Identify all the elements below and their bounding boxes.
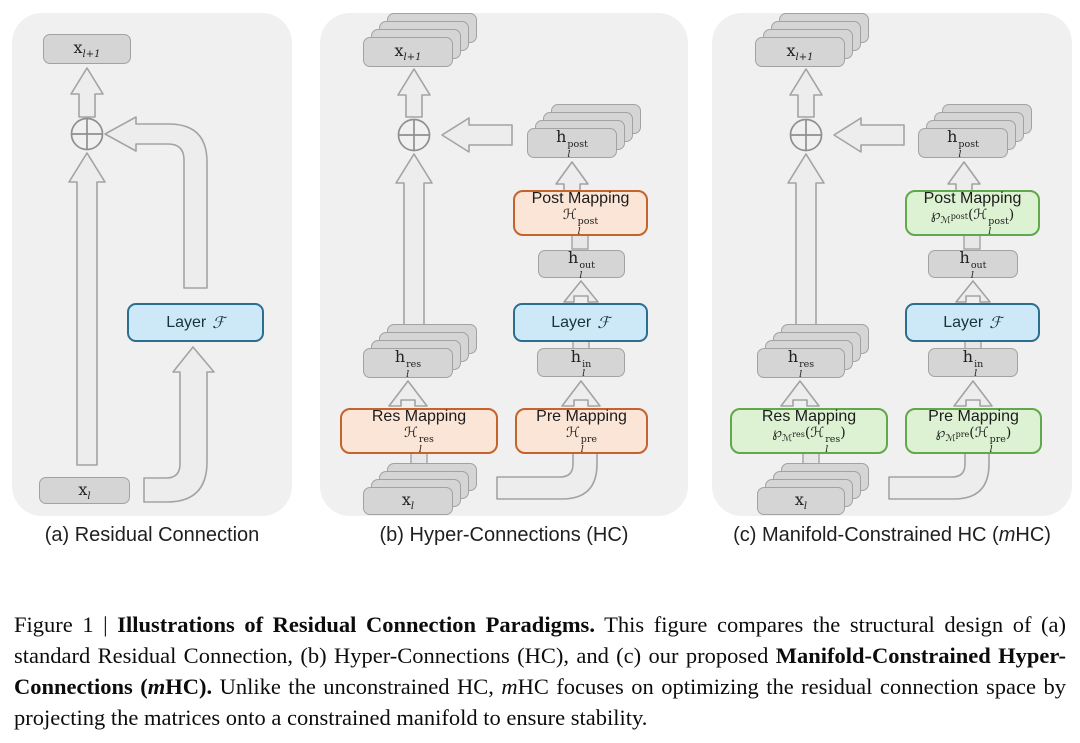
arrow-up-icon bbox=[68, 152, 106, 466]
x-next-label: xl+1 bbox=[394, 41, 422, 63]
x-input-label: xl bbox=[794, 490, 808, 512]
layer-box: Layer ℱ bbox=[513, 303, 648, 342]
x-next-label: xl+1 bbox=[786, 41, 814, 63]
x-input-box: xl bbox=[363, 487, 453, 515]
layer-label: Layer bbox=[943, 313, 984, 331]
arrow-up-icon bbox=[555, 161, 589, 192]
arrow-up-icon bbox=[561, 380, 601, 407]
figure-caption: Figure 1 | Illustrations of Residual Con… bbox=[14, 611, 1066, 730]
panel-c-arrows bbox=[780, 68, 993, 500]
arrow-up-icon bbox=[787, 153, 825, 346]
layer-f-symbol: ℱ bbox=[212, 313, 225, 332]
plus-circle-icon bbox=[397, 118, 431, 152]
x-input-label: xl bbox=[401, 490, 415, 512]
bent-arrow-left-icon bbox=[104, 116, 208, 289]
pre-mapping-title: Pre Mapping bbox=[536, 407, 627, 425]
arrow-up-icon bbox=[789, 68, 823, 118]
layer-f-symbol: ℱ bbox=[989, 313, 1002, 332]
x-next-stack: xl+1 bbox=[363, 13, 477, 67]
arrow-left-icon bbox=[833, 117, 905, 153]
arrow-up-icon bbox=[395, 153, 433, 346]
res-mapping-title: Res Mapping bbox=[761, 407, 857, 425]
arrow-up-icon bbox=[947, 161, 981, 192]
connector-tab bbox=[963, 234, 981, 250]
res-mapping-title: Res Mapping bbox=[371, 407, 467, 425]
layer-box: Layer ℱ bbox=[905, 303, 1040, 342]
arrow-up-icon bbox=[70, 67, 104, 118]
x-next-box: xl+1 bbox=[363, 37, 453, 67]
layer-f-symbol: ℱ bbox=[597, 313, 610, 332]
x-input-box: xl bbox=[39, 477, 130, 504]
panel-a-arrows bbox=[68, 67, 215, 503]
arrow-up-icon bbox=[953, 380, 993, 407]
x-input-label: xl bbox=[78, 479, 91, 502]
panel-b-caption: (b) Hyper-Connections (HC) bbox=[379, 524, 629, 546]
bent-pipe-icon bbox=[888, 450, 990, 500]
post-mapping-title: Post Mapping bbox=[923, 189, 1022, 207]
x-next-box: xl+1 bbox=[43, 34, 131, 64]
x-input-stack: xl bbox=[757, 463, 869, 515]
arrow-up-icon bbox=[563, 280, 599, 303]
x-next-box: xl+1 bbox=[755, 37, 845, 67]
x-input-box: xl bbox=[757, 487, 845, 515]
arrow-up-icon bbox=[955, 280, 991, 303]
arrow-up-icon bbox=[388, 380, 428, 407]
panel-residual-connection: xl+1 Layer ℱ xl bbox=[12, 13, 292, 516]
x-next-label: xl+1 bbox=[73, 38, 101, 60]
bent-pipe-icon bbox=[496, 450, 598, 500]
layer-label: Layer bbox=[551, 313, 592, 331]
arrow-up-icon bbox=[397, 68, 431, 118]
layer-label: Layer bbox=[166, 313, 207, 331]
arrow-up-icon bbox=[780, 380, 820, 407]
post-mapping-title: Post Mapping bbox=[531, 189, 630, 207]
layer-box: Layer ℱ bbox=[127, 303, 264, 342]
panel-c-caption: (c) Manifold-Constrained HC (mHC) bbox=[733, 524, 1051, 546]
plus-circle-icon bbox=[789, 118, 823, 152]
panel-a-caption: (a) Residual Connection bbox=[44, 524, 260, 546]
x-input-stack: xl bbox=[363, 463, 477, 515]
plus-circle-icon bbox=[70, 117, 104, 151]
x-next-stack: xl+1 bbox=[755, 13, 869, 67]
connector-tab bbox=[571, 234, 589, 250]
arrow-left-icon bbox=[441, 117, 513, 153]
pre-mapping-title: Pre Mapping bbox=[928, 407, 1019, 425]
bent-arrow-up-icon bbox=[143, 346, 215, 503]
